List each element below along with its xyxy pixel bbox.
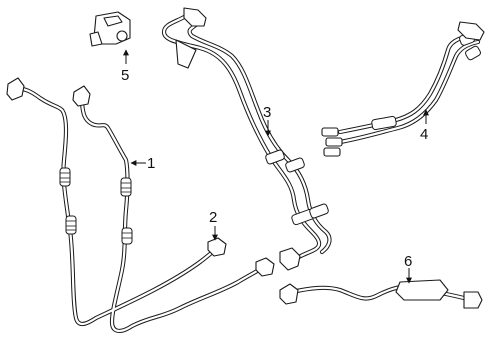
fitting-left-lower xyxy=(72,85,91,107)
hose-end-left xyxy=(279,283,299,305)
sleeve-bands-left xyxy=(59,167,133,245)
fitting-top-right xyxy=(457,21,485,41)
callout-1-label: 1 xyxy=(147,155,155,172)
part-1-tube-assembly xyxy=(6,77,265,333)
part-3-tube-assembly xyxy=(161,7,332,271)
callout-3: 3 xyxy=(263,104,271,137)
callout-1: 1 xyxy=(130,155,155,172)
part-4-tube-assembly xyxy=(321,21,485,157)
fitting-bottom xyxy=(279,247,301,271)
hose-clamp-body xyxy=(395,279,449,301)
callout-4: 4 xyxy=(420,109,429,143)
part-2-fitting xyxy=(207,237,275,277)
callout-2-label: 2 xyxy=(209,209,217,226)
callout-4-label: 4 xyxy=(420,126,428,143)
part-6-hose-assembly xyxy=(279,279,483,309)
callout-3-label: 3 xyxy=(263,104,271,121)
callout-2: 2 xyxy=(209,209,218,241)
mount-bracket xyxy=(175,39,197,69)
fitting-left-upper xyxy=(6,77,25,101)
callout-6: 6 xyxy=(404,253,412,284)
part-5-block-fitting xyxy=(89,11,131,47)
callout-6-label: 6 xyxy=(404,253,412,270)
fitting-top xyxy=(183,7,207,27)
sleeve-bands-right xyxy=(371,32,481,131)
callout-5-label: 5 xyxy=(121,67,129,84)
callout-5: 5 xyxy=(121,49,129,84)
sleeve-bands-middle xyxy=(265,149,329,226)
tube-end-stubs xyxy=(321,127,343,157)
hose-end-right xyxy=(463,291,483,309)
